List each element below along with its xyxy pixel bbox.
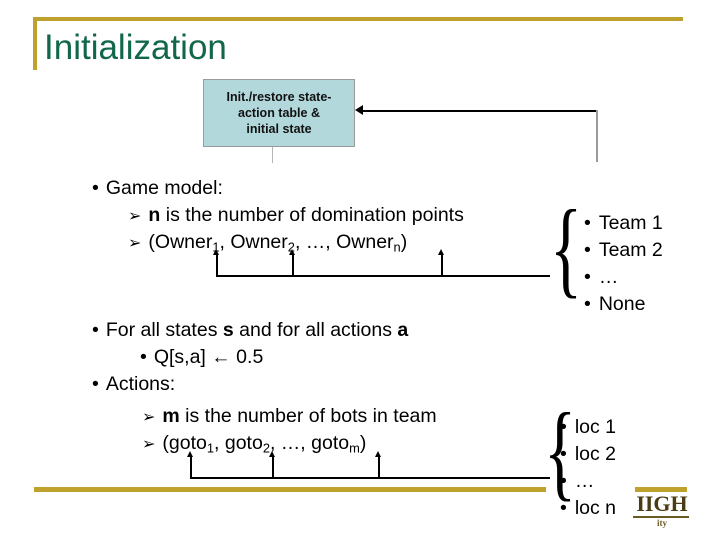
owner-connector-arrowhead-1-icon bbox=[213, 249, 219, 255]
goto-tuple-open: (goto bbox=[162, 432, 207, 454]
flow-box-line-1: Init./restore state- bbox=[226, 90, 332, 104]
bullet-owner-tuple: (Owner1, Owner2, …, Ownern) bbox=[128, 230, 407, 260]
feedback-arrow-head-icon bbox=[355, 105, 363, 115]
bullet-actions: Actions: bbox=[92, 372, 175, 397]
owner-tuple-mid-2: , …, Owner bbox=[294, 231, 394, 253]
goto-values-list: loc 1 loc 2 … loc n bbox=[560, 414, 616, 522]
goto-sub-m: m bbox=[349, 440, 360, 456]
symbol-a: a bbox=[397, 319, 409, 341]
bullet-n-domination-points: n is the number of domination points bbox=[128, 203, 464, 229]
goto-connector-arrowhead-m-icon bbox=[375, 451, 381, 457]
footer-rule bbox=[34, 487, 546, 492]
goto-connector-arrowhead-1-icon bbox=[187, 451, 193, 457]
logo-underline bbox=[633, 516, 689, 518]
goto-connector-horizontal bbox=[190, 477, 550, 479]
list-item: loc 1 bbox=[560, 414, 616, 441]
for-all-mid: and for all actions bbox=[233, 319, 398, 341]
text-m-bots: is the number of bots in team bbox=[179, 405, 437, 427]
symbol-m: m bbox=[162, 405, 180, 427]
owner-sub-1: 1 bbox=[212, 239, 220, 255]
owner-connector-arrowhead-n-icon bbox=[438, 249, 444, 255]
list-item: loc n bbox=[560, 495, 616, 522]
flow-box-line-3: initial state bbox=[246, 122, 312, 136]
goto-connector-tick-1 bbox=[190, 456, 192, 478]
list-item: loc 2 bbox=[560, 441, 616, 468]
flow-box-line-2: action table & bbox=[238, 106, 320, 120]
list-item: … bbox=[584, 264, 663, 291]
for-all-pre: For all states bbox=[105, 319, 223, 341]
goto-sub-2: 2 bbox=[262, 440, 270, 456]
owner-tuple-close: ) bbox=[400, 231, 408, 253]
owner-connector-arrowhead-2-icon bbox=[289, 249, 295, 255]
owner-connector-tick-1 bbox=[216, 254, 218, 276]
owner-connector-tick-n bbox=[441, 254, 443, 276]
text-n-points: is the number of domination points bbox=[160, 204, 464, 226]
owner-connector-horizontal bbox=[216, 275, 550, 277]
title-rule-top bbox=[33, 17, 683, 21]
owner-sub-n: n bbox=[393, 239, 401, 255]
bullet-goto-tuple: (goto1, goto2, …, gotom) bbox=[142, 431, 366, 461]
owner-values-list: Team 1 Team 2 … None bbox=[584, 210, 663, 318]
symbol-n: n bbox=[148, 204, 161, 226]
bullet-for-all-states-actions: For all states s and for all actions a bbox=[92, 318, 408, 343]
owner-tuple-open: (Owner bbox=[148, 231, 213, 253]
bullet-m-bots-in-team: m is the number of bots in team bbox=[142, 404, 437, 430]
title-rule-left bbox=[33, 17, 37, 70]
bullet-q-initialization: Q[s,a] ← 0.5 bbox=[140, 345, 263, 370]
bullet-game-model: Game model: bbox=[92, 176, 223, 201]
logo-bar bbox=[635, 487, 687, 492]
goto-connector-arrowhead-2-icon bbox=[269, 451, 275, 457]
feedback-arrow-vertical bbox=[596, 110, 598, 162]
owner-values-brace: { bbox=[550, 189, 583, 308]
goto-tuple-mid-2: , …, goto bbox=[269, 432, 350, 454]
list-item: … bbox=[560, 468, 616, 495]
university-logo: IIGH ity bbox=[631, 485, 693, 529]
logo-subtext: ity bbox=[657, 518, 667, 528]
list-item: None bbox=[584, 291, 663, 318]
goto-tuple-close: ) bbox=[359, 432, 367, 454]
owner-sub-2: 2 bbox=[287, 239, 295, 255]
flow-box-init-restore: Init./restore state- action table & init… bbox=[203, 79, 355, 147]
feedback-arrow-horizontal bbox=[360, 110, 598, 112]
goto-connector-tick-m bbox=[378, 456, 380, 478]
goto-connector-tick-2 bbox=[272, 456, 274, 478]
flow-box-outgoing-stub bbox=[272, 147, 273, 163]
owner-connector-tick-2 bbox=[292, 254, 294, 276]
owner-tuple-mid-1: , Owner bbox=[219, 231, 288, 253]
page-title: Initialization bbox=[44, 28, 227, 67]
list-item: Team 2 bbox=[584, 237, 663, 264]
symbol-s: s bbox=[222, 319, 234, 341]
list-item: Team 1 bbox=[584, 210, 663, 237]
goto-tuple-mid-1: , goto bbox=[214, 432, 263, 454]
logo-wordmark: IIGH bbox=[636, 491, 688, 516]
goto-sub-1: 1 bbox=[206, 440, 215, 456]
